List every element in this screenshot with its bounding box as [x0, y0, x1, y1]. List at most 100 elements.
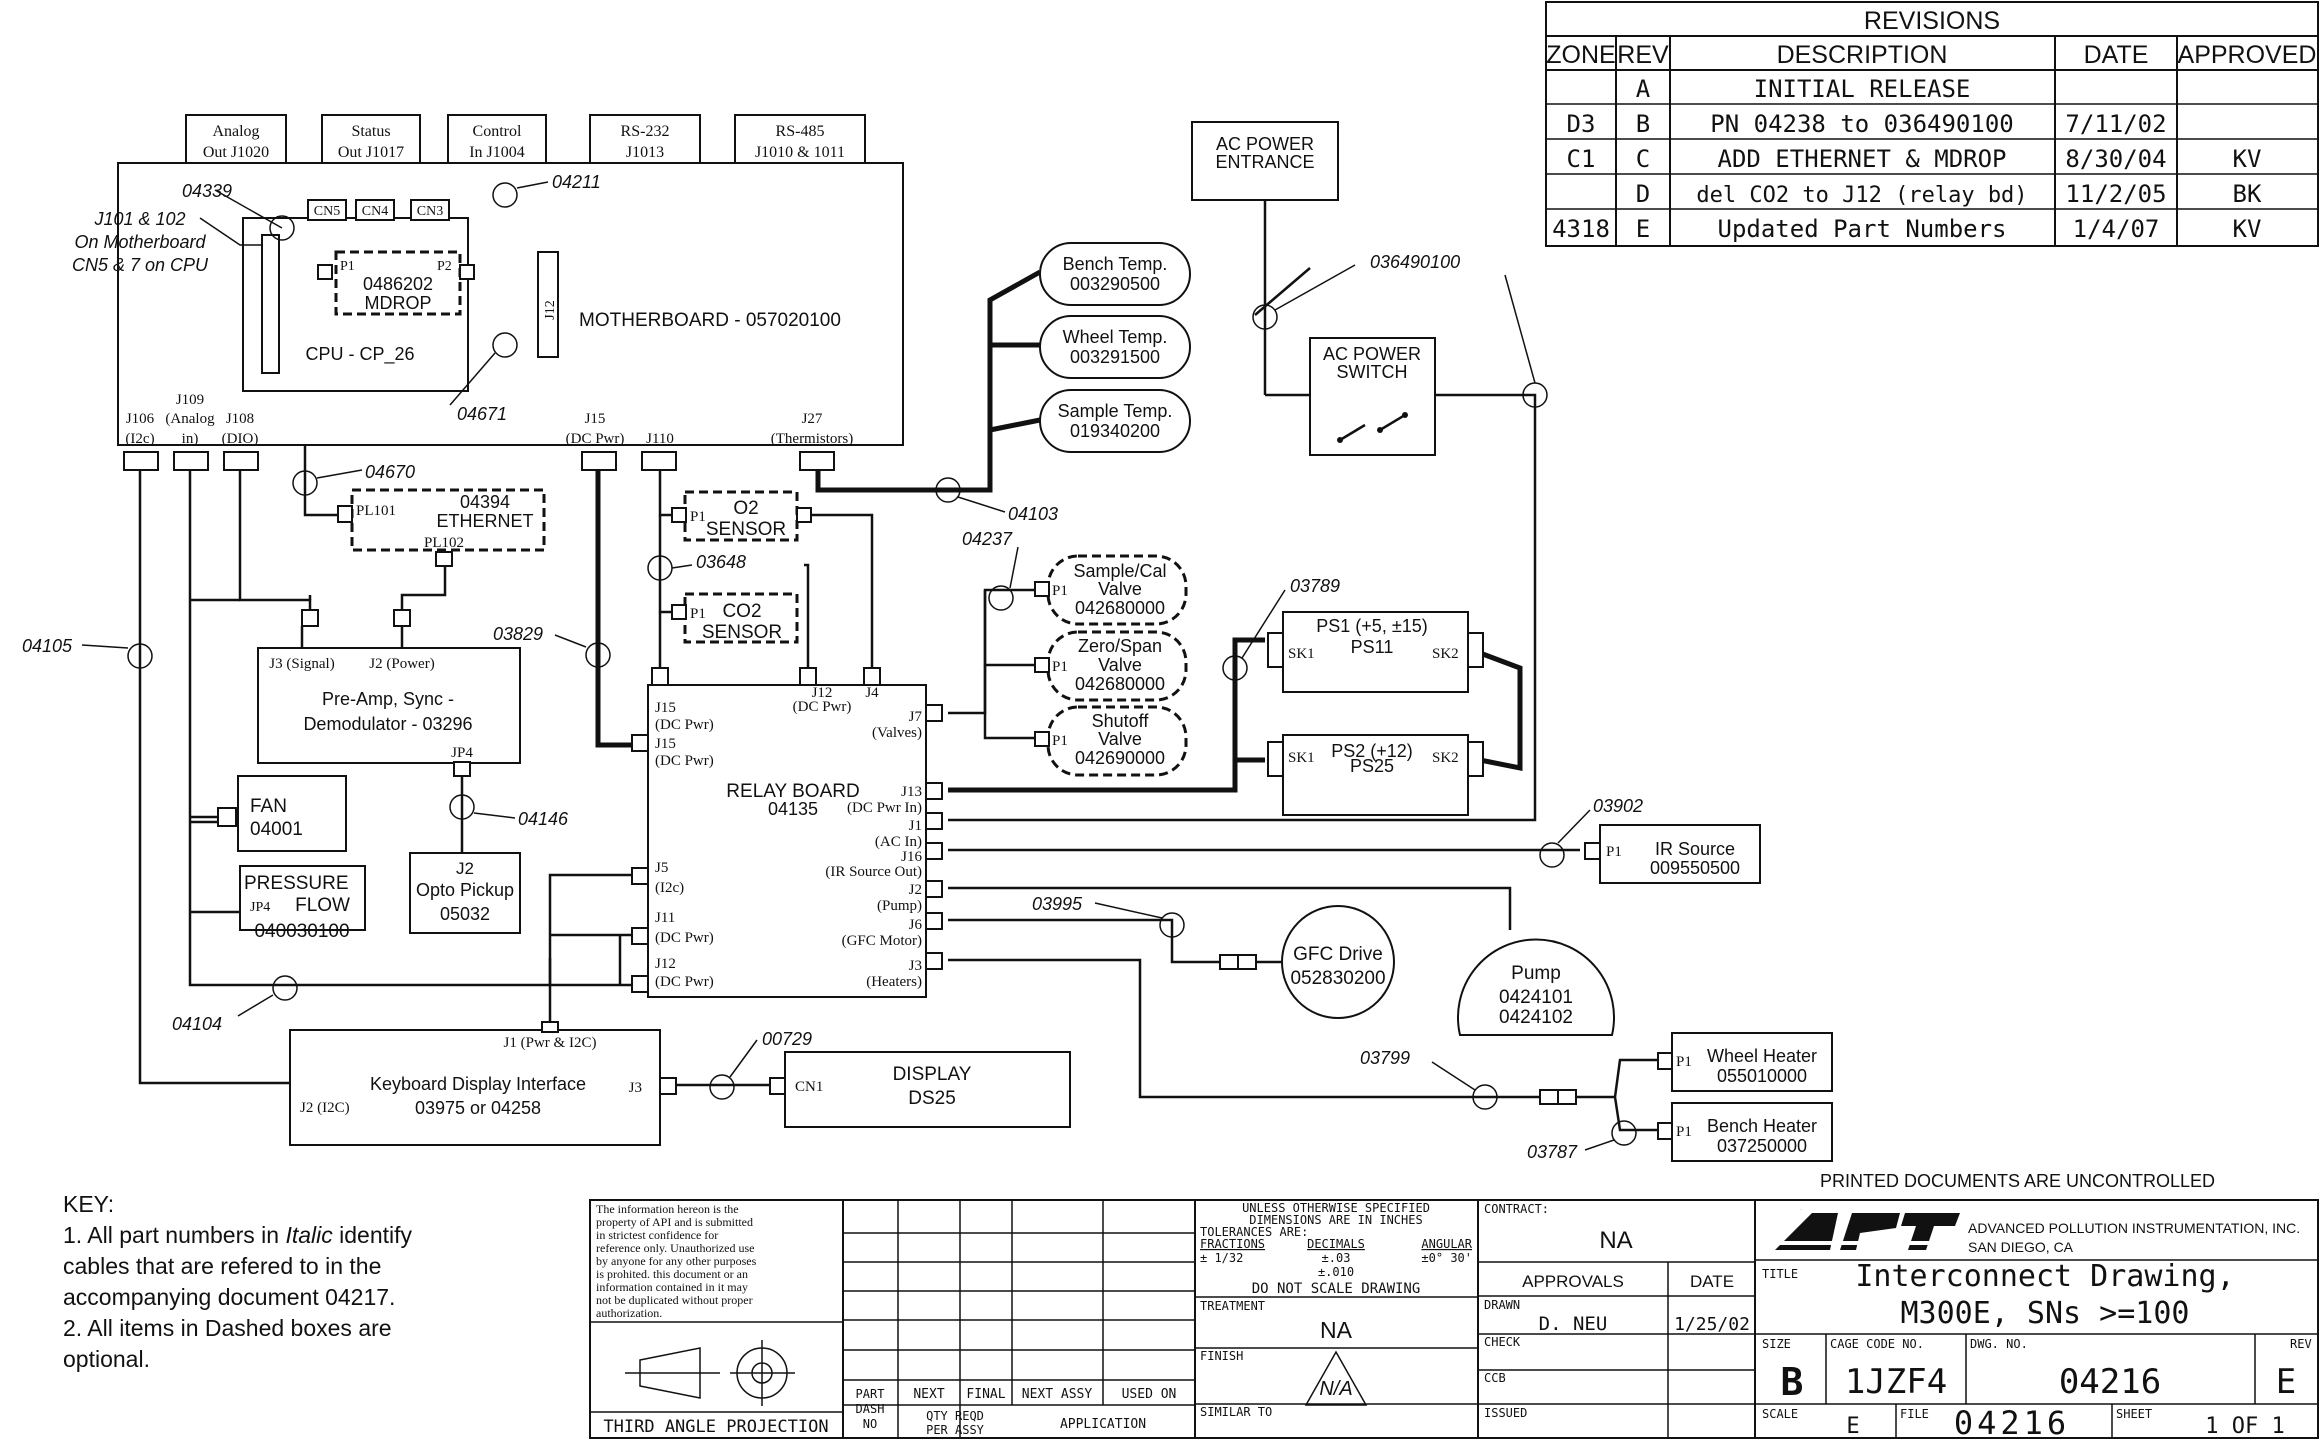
rev-header-zone: ZONE [1546, 41, 1615, 69]
revisions-title: REVISIONS [1864, 7, 2000, 35]
svg-text:052830200: 052830200 [1290, 968, 1385, 989]
svg-text:TREATMENT: TREATMENT [1200, 1299, 1265, 1313]
display: CN1 DISPLAY DS25 [769, 1051, 1071, 1128]
svg-text:APPLICATION: APPLICATION [1060, 1417, 1146, 1432]
status-out-id: Out J1017 [338, 144, 404, 161]
svg-text:003290500: 003290500 [1070, 274, 1160, 294]
svg-text:DWG. NO.: DWG. NO. [1970, 1337, 2028, 1351]
svg-text:J15: J15 [655, 736, 676, 752]
svg-text:(IR Source Out): (IR Source Out) [825, 864, 922, 880]
key-line1-italic: Italic [285, 1222, 333, 1248]
rev-b: B [1636, 110, 1650, 138]
svg-text:036490100: 036490100 [1370, 252, 1460, 272]
svg-text:019340200: 019340200 [1070, 421, 1160, 441]
application-grid: PART DASH NO NEXT FINAL NEXT ASSY USED O… [843, 1200, 1195, 1438]
svg-text:Shutoff: Shutoff [1092, 711, 1150, 731]
svg-text:04135: 04135 [768, 799, 818, 819]
rev-header-description: DESCRIPTION [1777, 41, 1948, 69]
svg-text:property of API and is submitt: property of API and is submitted [596, 1215, 753, 1229]
svg-text:055010000: 055010000 [1717, 1066, 1807, 1086]
rev-c-approved: KV [2233, 145, 2262, 173]
analog-out-id: Out J1020 [203, 144, 269, 161]
svg-text:1. All part numbers in Italic: 1. All part numbers in Italic identify [63, 1222, 413, 1248]
svg-text:O2: O2 [733, 498, 758, 519]
relay-board: RELAY BOARD 04135 J15 (DC Pwr) J15 (DC P… [631, 667, 943, 998]
svg-text:J3: J3 [629, 1080, 642, 1096]
projection-label: THIRD ANGLE PROJECTION [603, 1417, 828, 1437]
svg-text:in strictest confidence for: in strictest confidence for [596, 1228, 718, 1242]
svg-text:CN1: CN1 [795, 1079, 823, 1095]
svg-text:003291500: 003291500 [1070, 347, 1160, 367]
rev-e-approved: KV [2233, 215, 2262, 243]
svg-text:04216: 04216 [2059, 1362, 2161, 1402]
key-line5: optional. [63, 1346, 150, 1372]
svg-text:RELAY BOARD: RELAY BOARD [726, 781, 859, 802]
svg-text:(Heaters): (Heaters) [866, 974, 922, 990]
svg-text:J2: J2 [456, 859, 474, 878]
wire-04103 [815, 269, 1042, 493]
svg-text:CAGE CODE NO.: CAGE CODE NO. [1830, 1337, 1924, 1351]
svg-text:J12: J12 [812, 685, 833, 701]
rev-d: D [1636, 180, 1650, 208]
rs232-label: RS-232 [621, 123, 670, 140]
svg-text:J3: J3 [909, 958, 922, 974]
wheel-heater: P1 Wheel Heater 055010000 [1657, 1032, 1833, 1092]
svg-text:APPROVALS: APPROVALS [1522, 1272, 1624, 1291]
svg-text:(Pump): (Pump) [877, 898, 922, 914]
rev-e-zone: 4318 [1552, 215, 1610, 243]
control-in-id: In J1004 [469, 144, 525, 161]
analog-out-label: Analog [212, 123, 259, 140]
finish-triangle-icon [1304, 1350, 1368, 1406]
mdrop-p2: P2 [437, 259, 452, 274]
approvals: CONTRACT: NA APPROVALS DATE DRAWN D. NEU… [1478, 1202, 1755, 1438]
cn4-label: CN4 [362, 204, 388, 219]
ac-power-switch: AC POWER SWITCH [1309, 337, 1436, 456]
bench-heater: P1 Bench Heater 037250000 [1657, 1102, 1833, 1162]
preamp-board: J3 (Signal) J2 (Power) Pre-Amp, Sync - D… [257, 609, 521, 777]
rev-e: E [1636, 215, 1650, 243]
svg-text:FLOW: FLOW [295, 895, 350, 916]
svg-text:FAN: FAN [250, 796, 287, 817]
mb-j12-header [537, 251, 559, 358]
svg-text:NEXT ASSY: NEXT ASSY [1022, 1387, 1093, 1402]
title-block: The information hereon is the property o… [589, 1199, 2319, 1440]
mdrop-part: 0486202 [363, 274, 433, 294]
svg-text:J101 & 102: J101 & 102 [93, 209, 185, 229]
svg-text:SK1: SK1 [1288, 750, 1315, 766]
key-line4: 2. All items in Dashed boxes are [63, 1315, 392, 1341]
svg-text:03787: 03787 [1527, 1142, 1578, 1162]
ps1: SK1 SK2 PS1 (+5, ±15) PS11 [1267, 611, 1484, 693]
rev-d-approved: BK [2233, 180, 2262, 208]
api-logo: API [1775, 1208, 1960, 1250]
svg-text:CONTRACT:: CONTRACT: [1484, 1202, 1549, 1216]
rev-c-zone: C1 [1567, 145, 1596, 173]
svg-text:Valve: Valve [1098, 579, 1142, 599]
svg-text:CO2: CO2 [722, 601, 761, 622]
svg-text:DO NOT SCALE DRAWING: DO NOT SCALE DRAWING [1252, 1281, 1421, 1297]
svg-text:reference only. Unauthorized: reference only. Unauthorized use [596, 1241, 754, 1255]
svg-text:DATE: DATE [1690, 1272, 1734, 1291]
svg-text:SENSOR: SENSOR [702, 622, 782, 643]
svg-text:DRAWN: DRAWN [1484, 1298, 1520, 1312]
svg-text:PART: PART [856, 1387, 885, 1401]
svg-text:05032: 05032 [440, 904, 490, 924]
svg-text:CN5 & 7 on CPU: CN5 & 7 on CPU [72, 255, 209, 275]
tolerances: UNLESS OTHERWISE SPECIFIED DIMENSIONS AR… [1195, 1201, 1478, 1419]
drawing-identity: API ADVANCED POLLUTION INSTRUMENTATION, … [1755, 1208, 2318, 1440]
j108-label: J108 [226, 411, 254, 427]
rev-header-date: DATE [2084, 41, 2149, 69]
svg-text:Zero/Span: Zero/Span [1078, 636, 1162, 656]
wire-04105 [138, 468, 290, 1085]
svg-text:03829: 03829 [493, 624, 543, 644]
rev-b-date: 7/11/02 [2065, 110, 2166, 138]
cpu-label: CPU - CP_26 [305, 344, 414, 365]
svg-text:J3 (Signal): J3 (Signal) [269, 656, 334, 672]
svg-text:03789: 03789 [1290, 576, 1340, 596]
svg-text:SK2: SK2 [1432, 750, 1459, 766]
pressure-flow: PRESSURE FLOW 040030100 JP4 [239, 865, 366, 942]
svg-text:DISPLAY: DISPLAY [893, 1064, 972, 1085]
svg-text:IR Source: IR Source [1655, 839, 1735, 859]
rev-e-desc: Updated Part Numbers [1718, 215, 2007, 243]
printed-uncontrolled-notice: PRINTED DOCUMENTS ARE UNCONTROLLED [1820, 1171, 2215, 1191]
